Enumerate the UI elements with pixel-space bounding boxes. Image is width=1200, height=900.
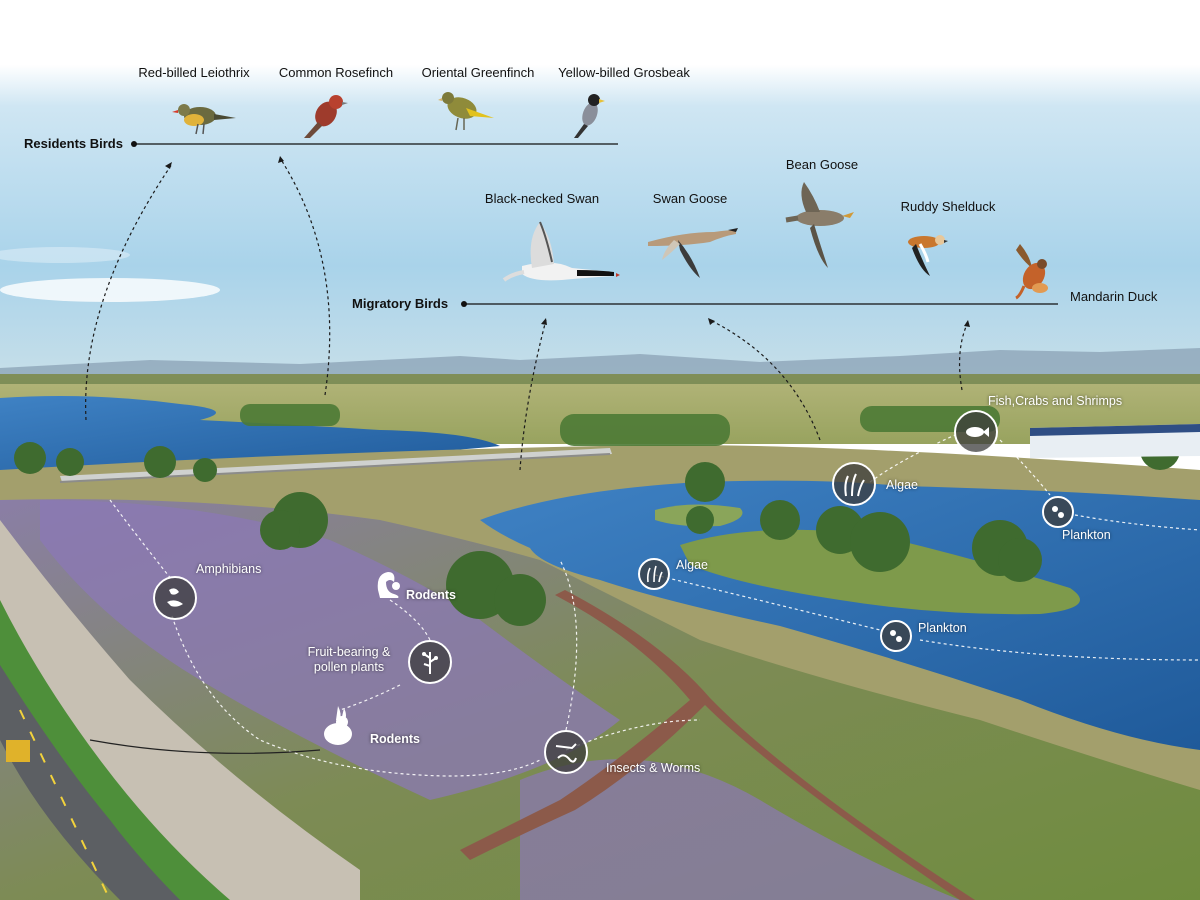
bird-label-bean-goose: Bean Goose bbox=[785, 157, 859, 172]
bird-label-oriental-greenfinch: Oriental Greenfinch bbox=[421, 65, 535, 80]
migratory-birds-label: Migratory Birds bbox=[352, 296, 449, 311]
food-web-arrows-lower bbox=[109, 434, 1200, 777]
insects-worms-icon bbox=[544, 730, 588, 774]
swan-goose-icon bbox=[648, 228, 738, 278]
algae-icon-upper bbox=[832, 462, 876, 506]
black-necked-swan-icon bbox=[502, 221, 620, 282]
bird-label-mandarin-duck: Mandarin Duck bbox=[1070, 289, 1158, 304]
fish-crabs-shrimps-icon bbox=[954, 410, 998, 454]
rodents-label-rabbit: Rodents bbox=[370, 732, 420, 746]
bird-label-black-necked-swan: Black-necked Swan bbox=[484, 191, 600, 206]
algae-label-lower: Algae bbox=[676, 558, 708, 572]
plankton-icon-lower bbox=[880, 620, 912, 652]
grosbeak-icon bbox=[574, 94, 605, 138]
plankton-icon-upper bbox=[1042, 496, 1074, 528]
bird-label-common-rosefinch: Common Rosefinch bbox=[278, 65, 394, 80]
algae-icon-lower bbox=[638, 558, 670, 590]
algae-label-upper: Algae bbox=[886, 478, 918, 492]
squirrel-icon bbox=[377, 572, 400, 598]
rosefinch-icon bbox=[304, 95, 348, 138]
plankton-label-upper: Plankton bbox=[1062, 528, 1111, 542]
rabbit-icon bbox=[324, 706, 352, 745]
resident-birds-label: Residents Birds bbox=[24, 136, 123, 151]
fruit-plants-icon bbox=[408, 640, 452, 684]
food-web-arrows-upper bbox=[85, 157, 969, 471]
fish-crabs-shrimps-label: Fish,Crabs and Shrimps bbox=[988, 394, 1123, 408]
mandarin-duck-icon bbox=[1015, 244, 1048, 300]
bird-label-swan-goose: Swan Goose bbox=[652, 191, 728, 206]
leiothrix-icon bbox=[172, 104, 236, 135]
bird-label-ruddy-shelduck: Ruddy Shelduck bbox=[900, 199, 996, 214]
bird-label-yellow-billed-grosbeak: Yellow-billed Grosbeak bbox=[558, 65, 690, 80]
bird-label-red-billed-leiothrix: Red-billed Leiothrix bbox=[138, 65, 250, 80]
amphibians-icon bbox=[153, 576, 197, 620]
rodents-label-squirrel: Rodents bbox=[406, 588, 456, 602]
greenfinch-icon bbox=[438, 92, 494, 131]
amphibians-label: Amphibians bbox=[196, 562, 262, 576]
fruit-plants-label: Fruit-bearing & pollen plants bbox=[307, 645, 391, 674]
insects-worms-label: Insects & Worms bbox=[606, 761, 701, 775]
plankton-label-lower: Plankton bbox=[918, 621, 967, 635]
ruddy-shelduck-icon bbox=[908, 235, 948, 276]
bean-goose-icon bbox=[785, 182, 854, 268]
